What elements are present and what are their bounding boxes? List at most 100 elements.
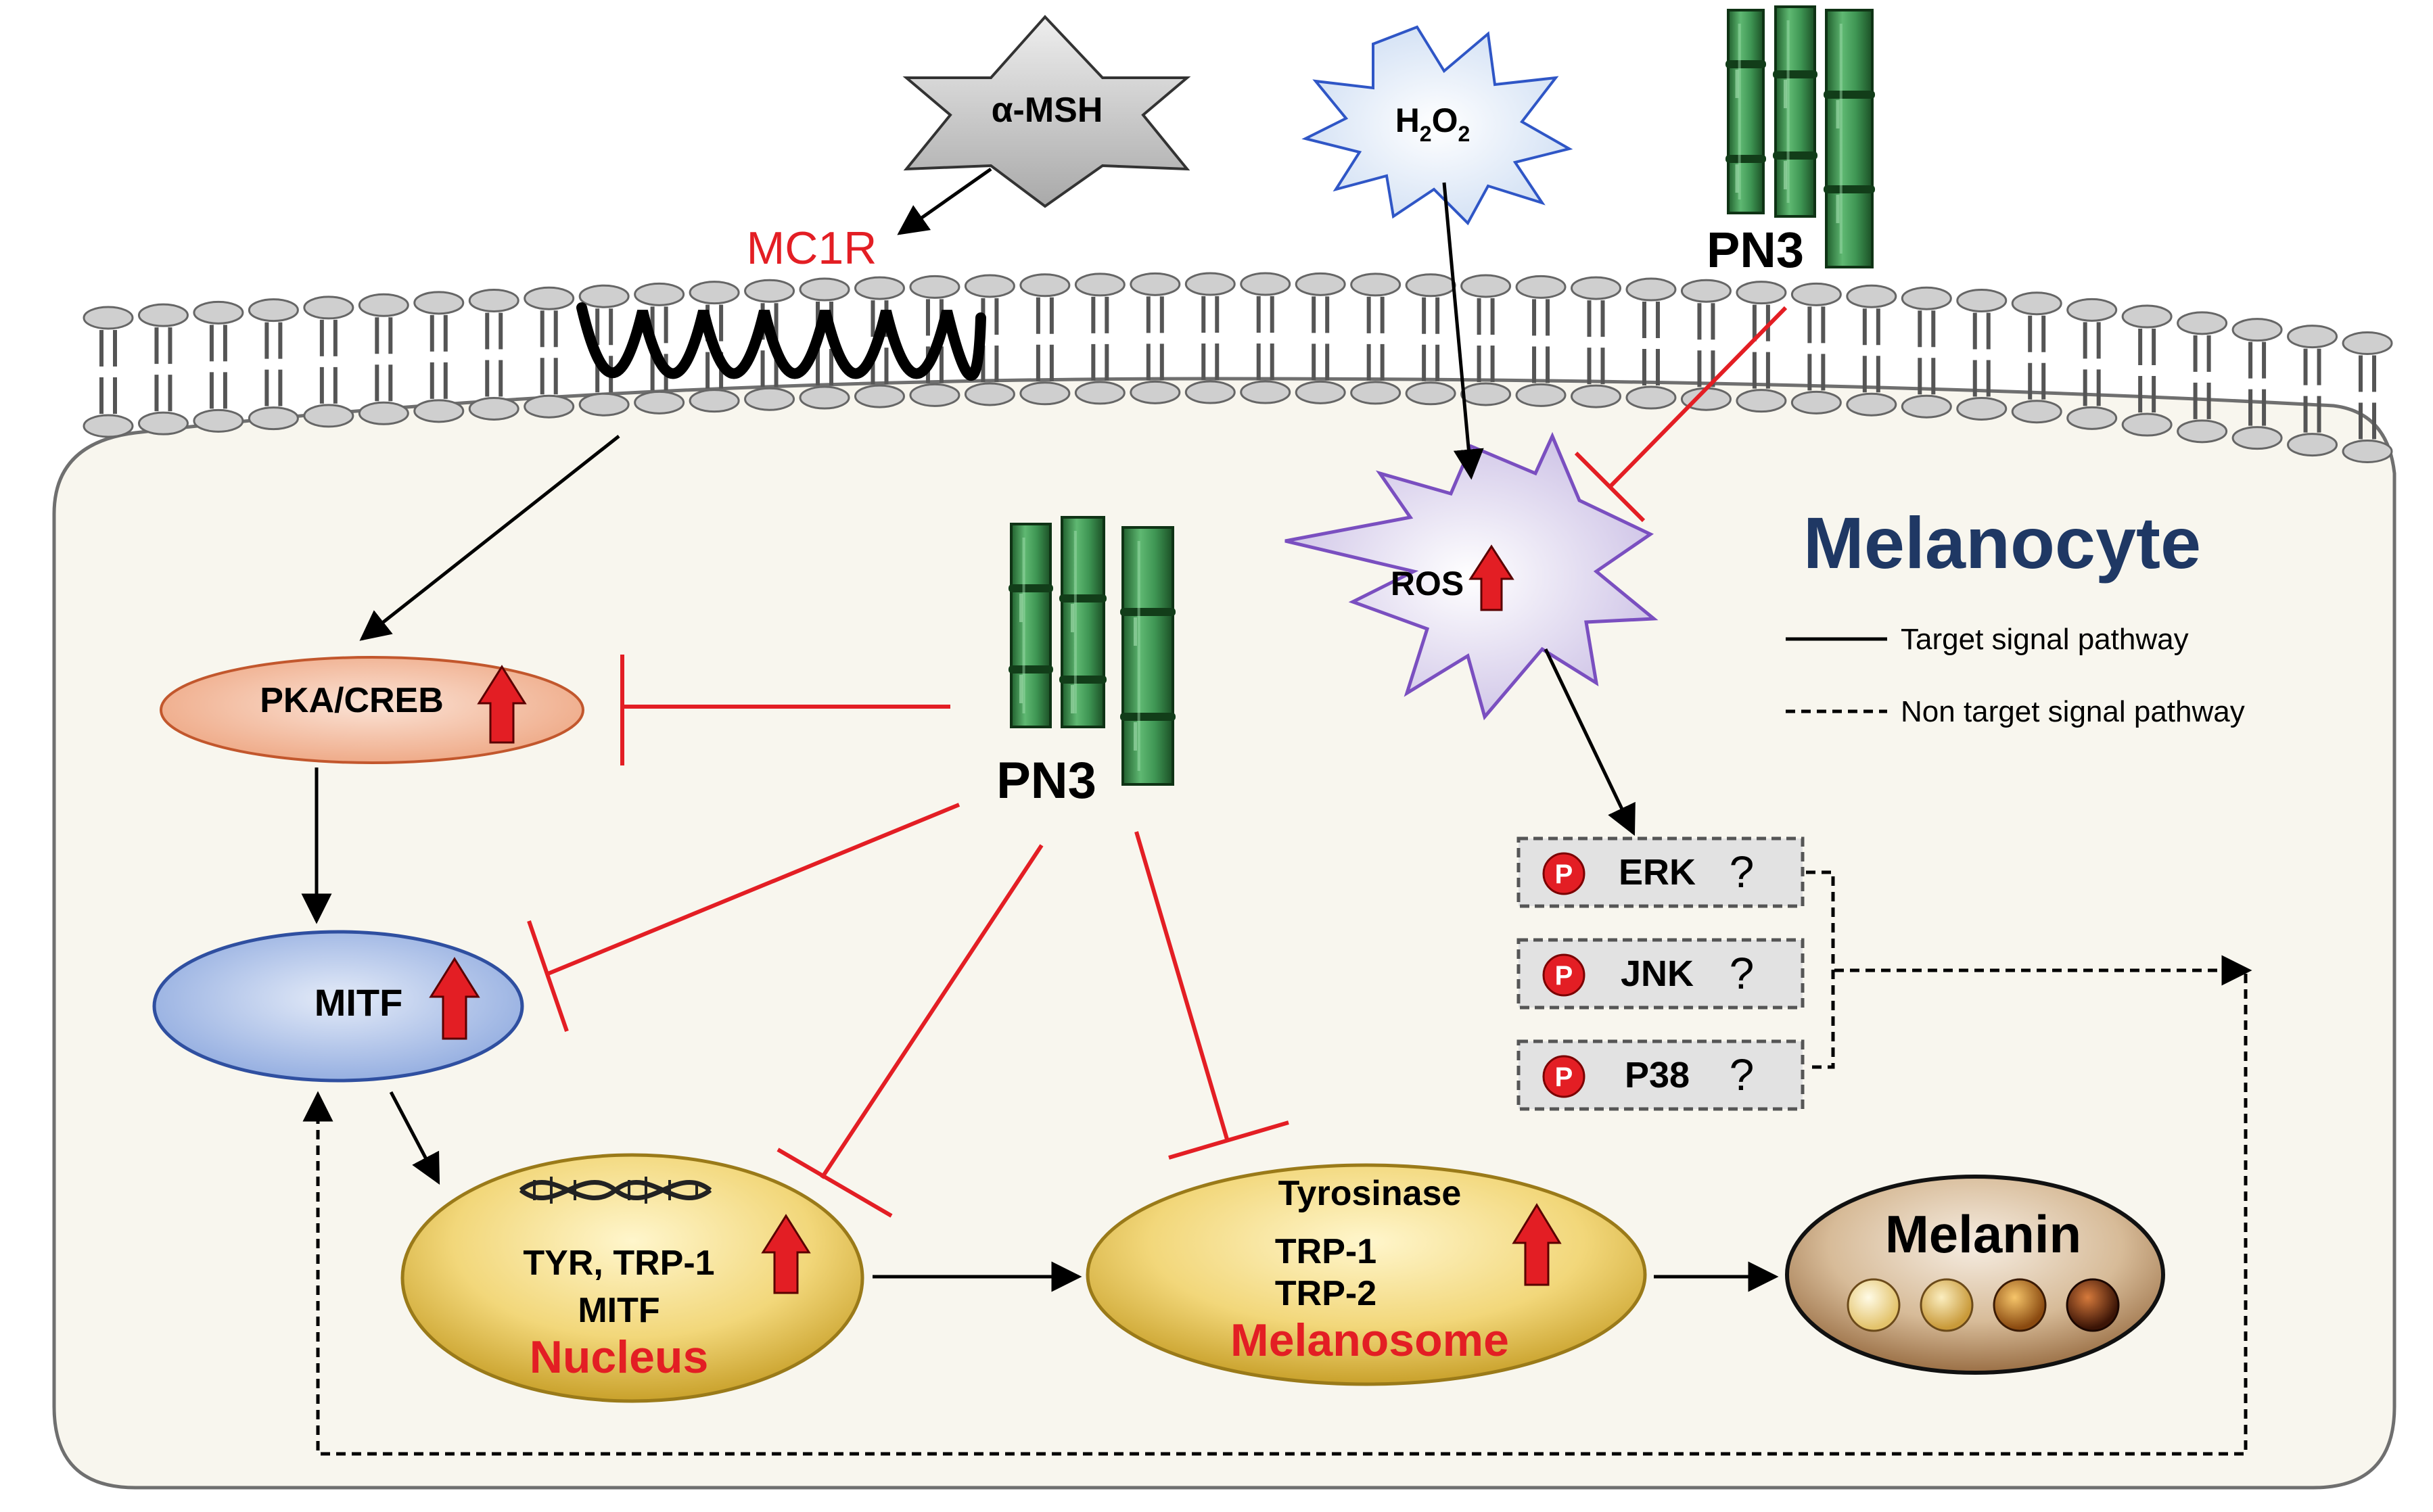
mapk-name: ERK (1619, 852, 1696, 893)
phospho-icon (1542, 953, 1585, 997)
mc1r-to-pka-arrow (359, 435, 620, 641)
phospholipid-pair (303, 296, 354, 428)
phospholipid-pair (1460, 274, 1512, 406)
phospholipid-pair (578, 284, 630, 417)
nucleus-genes-line2: MITF (578, 1291, 659, 1330)
phospholipid-pair (1846, 284, 1897, 417)
phospholipid-pair (1956, 288, 2008, 421)
mapk-status: ? (1730, 847, 1755, 897)
phospholipid-pair (83, 306, 134, 438)
phospholipid-pair (2066, 298, 2118, 430)
ros-to-erk-arrow (1544, 648, 1636, 836)
mapk-boxes: P ERK? P JNK? P P38? (1516, 836, 1805, 1111)
pn3-inhibits-melanosome-line (1134, 831, 1230, 1142)
msh-label: α-MSH (992, 91, 1103, 130)
msh-to-mc1r-arrow (897, 167, 992, 235)
phospholipid-pair (2342, 331, 2393, 463)
phospholipid-pair (468, 288, 519, 421)
phospholipid-pair (2287, 325, 2338, 457)
phospholipid-pair (248, 298, 299, 431)
melanosome-line1: Tyrosinase (1278, 1174, 1462, 1213)
melanosome-line3: TRP-2 (1275, 1274, 1376, 1313)
activation-arrows (301, 167, 1779, 1292)
melanosome-line2: TRP-1 (1275, 1232, 1376, 1271)
phospholipid-pair (358, 293, 409, 425)
phospho-label: P (1555, 961, 1573, 991)
phospholipid-pair (909, 275, 960, 407)
legend: Target signal pathway Non target signal … (1786, 623, 2245, 728)
pn3-top-label: PN3 (1707, 222, 1804, 278)
mc1r-receptor (576, 302, 986, 381)
melanin-granule-tan (1920, 1278, 1974, 1332)
bamboo-stalk (1824, 9, 1875, 268)
phospholipid-pair (2231, 318, 2283, 450)
mitf-ellipse (152, 930, 524, 1083)
melanin-granule-light (1847, 1278, 1901, 1332)
nucleus-genes-line1: TYR, TRP-1 (523, 1244, 714, 1283)
mapk-bracket (1806, 870, 1835, 1069)
mapk-box-p38: P P38? (1516, 1039, 1805, 1111)
phospholipid-pair (1240, 272, 1291, 404)
pn3-center-label: PN3 (996, 752, 1096, 809)
pn3-inhibits-melanosome-bar (1168, 1120, 1289, 1160)
pn3-inhibits-ros-bar (1574, 451, 1646, 523)
phospholipid-pair (1295, 272, 1346, 404)
phospholipid-pair (524, 286, 575, 419)
phospholipid-pair (964, 274, 1015, 406)
pn3-inhibits-mitf-line (547, 803, 960, 976)
non-target-pathway (302, 870, 2252, 1456)
nucleus-up-arrow (761, 1214, 811, 1294)
cell-title: Melanocyte (1803, 502, 2201, 584)
pka-creb-label: PKA/CREB (260, 681, 444, 720)
mapk-box-jnk: P JNK? (1516, 938, 1805, 1010)
phospholipid-pair (413, 291, 465, 423)
phospho-label: P (1555, 859, 1573, 889)
h2o2-burst (1301, 25, 1573, 226)
phospho-icon (1542, 1055, 1585, 1098)
dna-icon (519, 1177, 712, 1204)
mapk-box-erk: P ERK? (1516, 836, 1805, 908)
bamboo-stalk (1120, 526, 1176, 786)
mapk-name: P38 (1625, 1055, 1690, 1095)
melanin-granule-brown (1993, 1278, 2047, 1332)
pn3-inhibits-mitf-bar (527, 920, 569, 1032)
melanin-granule-dark (2066, 1278, 2120, 1332)
melanin-granules (1847, 1278, 2120, 1332)
phospholipid-pair (2011, 291, 2062, 424)
pka-up-arrow (477, 665, 527, 744)
pn3-bamboo-center-image (1009, 516, 1176, 786)
phospho-label: P (1555, 1062, 1573, 1092)
bamboo-stalk (1725, 9, 1766, 214)
mapk-status: ? (1730, 948, 1755, 998)
mapk-status: ? (1730, 1049, 1755, 1100)
legend-dashed-label: Non target signal pathway (1901, 695, 2245, 728)
ros-up-arrow (1468, 544, 1514, 611)
pn3-bamboo-top-image (1725, 5, 1875, 268)
mitf-up-arrow (429, 957, 480, 1040)
melanosome-ellipse (1086, 1163, 1647, 1386)
melanosome-label: Melanosome (1230, 1315, 1509, 1366)
phospholipid-pair (1130, 272, 1181, 404)
melanosome-up-arrow (1512, 1203, 1562, 1286)
phospholipid-pair (1571, 276, 1622, 408)
phospholipid-pair (1350, 273, 1401, 405)
phospholipid-pair (2177, 311, 2228, 444)
bamboo-stalk (1773, 5, 1817, 218)
phospholipid-pair (1515, 275, 1567, 407)
phospho-icon (1542, 852, 1585, 895)
phospholipid-pair (799, 277, 850, 410)
pn3-inhibits-ros-line (1608, 306, 1788, 489)
phospholipid-pair (1736, 281, 1787, 413)
feedback-to-mitf-arrow (302, 974, 2248, 1456)
nucleus-ellipse (400, 1153, 864, 1403)
ros-label: ROS (1391, 565, 1464, 603)
legend-solid-label: Target signal pathway (1901, 623, 2189, 656)
phospholipid-pair (1074, 273, 1126, 405)
phospholipid-pair (1901, 286, 1952, 419)
mapk-name: JNK (1621, 953, 1694, 994)
h2o2-to-ros-arrow (1442, 182, 1484, 480)
bamboo-stalk (1059, 516, 1107, 728)
nucleus-label: Nucleus (530, 1331, 709, 1383)
bamboo-stalk (1009, 523, 1053, 728)
mc1r-label: MC1R (747, 222, 877, 274)
